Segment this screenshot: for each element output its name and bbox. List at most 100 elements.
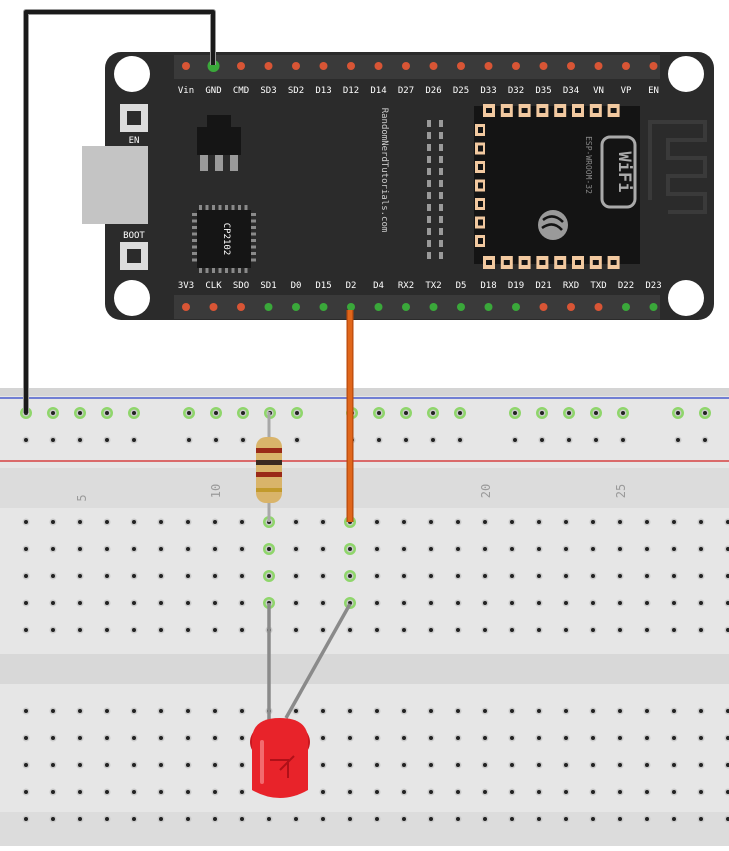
module-label: ESP-WROOM-32 [584, 136, 593, 194]
pin-label-d4: D4 [373, 281, 384, 291]
mount-hole [114, 56, 150, 92]
pin-label-d12: D12 [343, 86, 359, 96]
pin-label-rx2: RX2 [398, 281, 414, 291]
pin-d25 [457, 62, 465, 70]
pin-sd1 [265, 303, 273, 311]
pin-vn [595, 62, 603, 70]
pin-label-vin: Vin [178, 86, 194, 96]
pin-3v3 [182, 303, 190, 311]
resistor-band [256, 448, 282, 453]
pin-d34 [567, 62, 575, 70]
pin-en [650, 62, 658, 70]
pin-tx2 [430, 303, 438, 311]
pin-rx2 [402, 303, 410, 311]
pin-label-d21: D21 [535, 281, 551, 291]
pin-label-d35: D35 [535, 86, 551, 96]
bottom-pin-header [174, 295, 660, 319]
resistor-body [256, 437, 282, 503]
pin-label-d13: D13 [315, 86, 331, 96]
pin-label-d34: D34 [563, 86, 579, 96]
pin-vp [622, 62, 630, 70]
pin-clk [210, 303, 218, 311]
usb-chip-label: CP2102 [221, 223, 231, 256]
pin-label-3v3: 3V3 [178, 281, 194, 291]
pin-d32 [512, 62, 520, 70]
pin-label-d25: D25 [453, 86, 469, 96]
pin-label-d5: D5 [456, 281, 467, 291]
pin-label-d22: D22 [618, 281, 634, 291]
pin-d5 [457, 303, 465, 311]
pin-label-sd1: SD1 [260, 281, 276, 291]
pin-label-d33: D33 [480, 86, 496, 96]
resistor-band [256, 472, 282, 477]
pin-label-d27: D27 [398, 86, 414, 96]
pin-d14 [375, 62, 383, 70]
pin-d33 [485, 62, 493, 70]
resistor-band [256, 460, 282, 465]
pin-label-vp: VP [621, 86, 632, 96]
mount-hole [114, 280, 150, 316]
pin-label-rxd: RXD [563, 281, 579, 291]
column-number-10: 10 [209, 484, 223, 498]
wifi-logo-text: WiFi [614, 152, 634, 193]
pin-label-d26: D26 [425, 86, 441, 96]
pin-label-d23: D23 [645, 281, 661, 291]
pin-d4 [375, 303, 383, 311]
pin-label-clk: CLK [205, 281, 222, 291]
pin-label-cmd: CMD [233, 86, 249, 96]
pin-vin [182, 62, 190, 70]
top-pin-header [174, 55, 660, 79]
pin-d12 [347, 62, 355, 70]
breadboard: 5 10 20 25 [0, 388, 729, 846]
pin-label-vn: VN [593, 86, 604, 96]
pin-label-d0: D0 [291, 281, 302, 291]
breadboard-body [0, 388, 729, 846]
pin-d0 [292, 303, 300, 311]
pin-label-d18: D18 [480, 281, 496, 291]
en-button-label: EN [129, 136, 140, 146]
pin-label-gnd: GND [205, 86, 221, 96]
pin-rxd [567, 303, 575, 311]
pin-d27 [402, 62, 410, 70]
pin-label-d14: D14 [370, 86, 386, 96]
pin-d26 [430, 62, 438, 70]
pin-sd2 [292, 62, 300, 70]
pin-d21 [540, 303, 548, 311]
pin-label-d19: D19 [508, 281, 524, 291]
center-channel [0, 654, 729, 684]
pin-label-d32: D32 [508, 86, 524, 96]
pin-d19 [512, 303, 520, 311]
pin-sdo [237, 303, 245, 311]
pin-label-sd2: SD2 [288, 86, 304, 96]
mount-hole [668, 56, 704, 92]
column-number-25: 25 [614, 484, 628, 498]
usb-uart-chip: CP2102 [192, 205, 256, 273]
pin-d23 [650, 303, 658, 311]
pin-d15 [320, 303, 328, 311]
column-number-5: 5 [75, 494, 89, 501]
pin-d18 [485, 303, 493, 311]
pin-label-sdo: SDO [233, 281, 249, 291]
pin-label-d15: D15 [315, 281, 331, 291]
mount-hole [668, 280, 704, 316]
pin-label-txd: TXD [590, 281, 606, 291]
watermark-text: RandomNerdTutorials.com [379, 108, 389, 233]
resistor-band [256, 488, 282, 492]
usb-port [82, 146, 148, 224]
pin-cmd [237, 62, 245, 70]
pin-sd3 [265, 62, 273, 70]
pin-label-en: EN [648, 86, 659, 96]
pin-label-d2: D2 [346, 281, 357, 291]
pin-label-sd3: SD3 [260, 86, 276, 96]
pin-d22 [622, 303, 630, 311]
pin-txd [595, 303, 603, 311]
pin-d35 [540, 62, 548, 70]
pin-label-tx2: TX2 [425, 281, 441, 291]
pin-d13 [320, 62, 328, 70]
wifi-module: WiFi ESP-WROOM-32 [472, 104, 710, 269]
column-number-20: 20 [479, 484, 493, 498]
boot-button-label: BOOT [123, 231, 145, 241]
pin-d2 [347, 303, 355, 311]
